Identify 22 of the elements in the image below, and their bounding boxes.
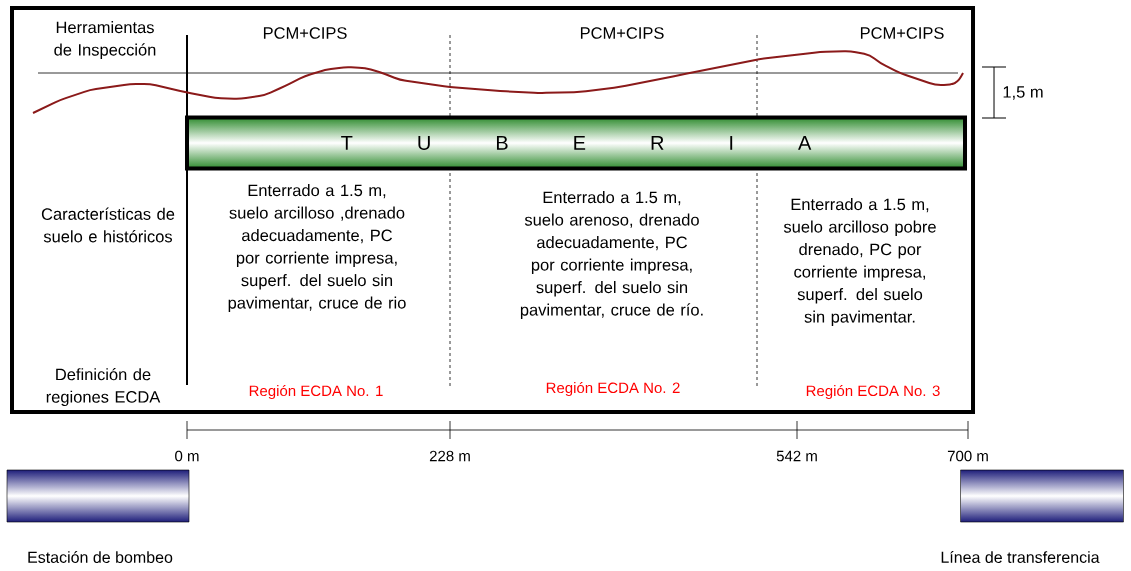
row-header: Definición de regiones ECDA xyxy=(46,367,161,407)
tool-label: PCM+CIPS xyxy=(580,27,664,39)
region-label: Región ECDA No. 3 xyxy=(806,384,940,400)
dimension-label: 1,5 m xyxy=(1003,86,1043,100)
distance-label: 228 m xyxy=(429,450,470,462)
station-bar xyxy=(6,469,190,523)
region-label: Región ECDA No. 1 xyxy=(249,384,383,400)
station-label: Línea de transferencia xyxy=(941,551,1100,563)
region-label: Región ECDA No. 2 xyxy=(546,381,680,397)
station-bar xyxy=(960,469,1124,523)
station-label: Estación de bombeo xyxy=(28,551,173,563)
row-header: Herramientas de Inspección xyxy=(54,21,156,59)
distance-label: 542 m xyxy=(776,450,817,462)
tool-label: PCM+CIPS xyxy=(263,27,347,39)
pipe-bar: T U B E R I A xyxy=(185,115,967,171)
description-text: Enterrado a 1.5 m, suelo arcilloso pobre drenado, PC por corriente impresa, superf. del suelo sin pavimentar. xyxy=(783,198,936,326)
description-text: Enterrado a 1.5 m, suelo arenoso, drenado adecuadamente, PC por corriente impresa, superf. del suelo sin pavimentar, cruce de río. xyxy=(520,191,703,319)
distance-label: 700 m xyxy=(947,450,988,462)
tool-label: PCM+CIPS xyxy=(860,27,944,39)
distance-label: 0 m xyxy=(175,450,199,462)
description-text: Enterrado a 1.5 m, suelo arcilloso ,drenado adecuadamente, PC por corriente impresa, superf. del suelo sin pavimentar, cruce de rio xyxy=(228,184,406,312)
row-header: Características de suelo e históricos xyxy=(41,207,175,243)
